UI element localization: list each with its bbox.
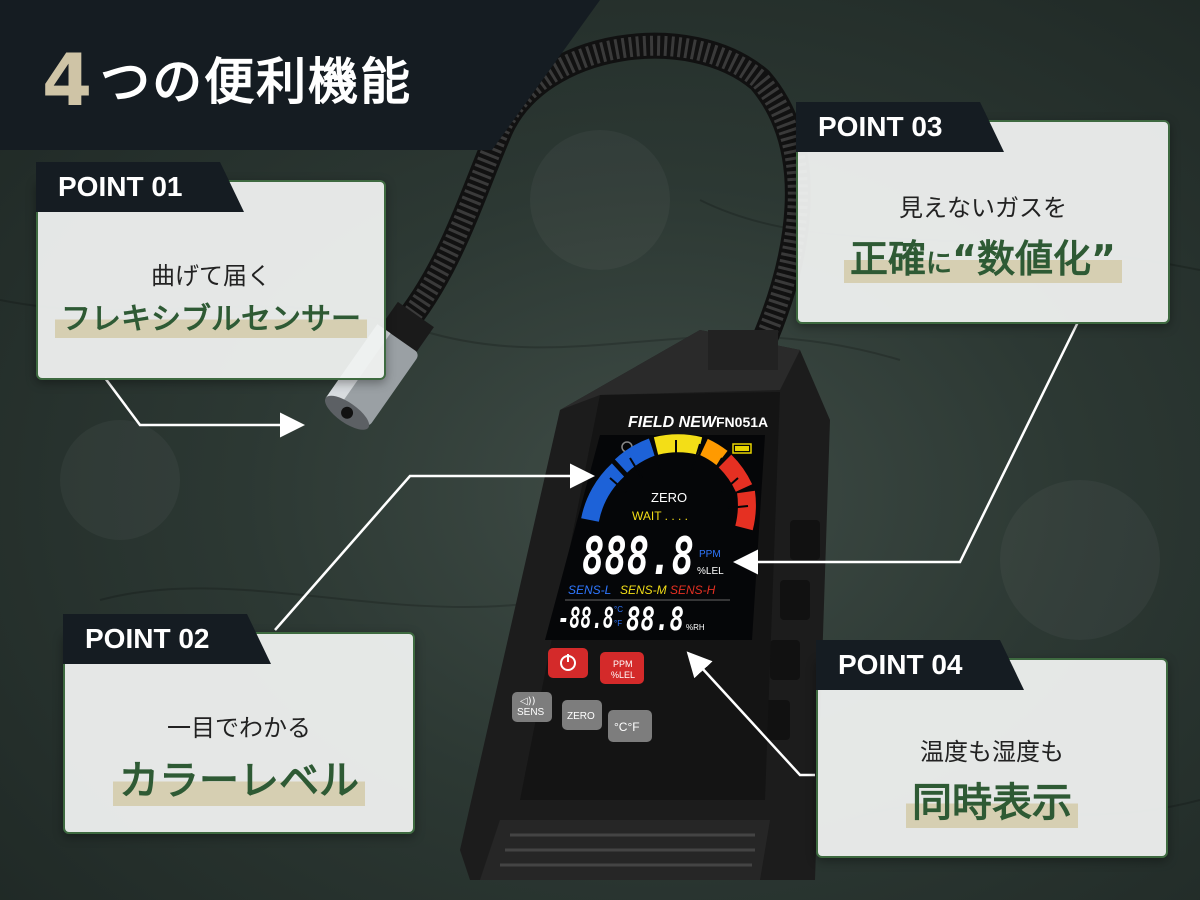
point-02-subtitle: 一目でわかる <box>167 714 311 742</box>
color-level-gauge <box>581 434 756 531</box>
sens-low: SENS-L <box>568 583 611 597</box>
temperature-reading: -88.8 <box>558 602 614 635</box>
sens-high: SENS-H <box>670 583 716 597</box>
point-01-subtitle: 曲げて届く <box>151 262 271 290</box>
point-01-headline: フレキシブルセンサー <box>38 294 384 338</box>
point-03-subtitle: 見えないガスを <box>899 194 1067 222</box>
point-04-tag: POINT 04 <box>816 640 1024 690</box>
wait-indicator: WAIT . . . . <box>632 509 688 523</box>
temp-button-label: °C°F <box>614 720 640 734</box>
model-label: FN051A <box>716 414 768 430</box>
sens-mid: SENS-M <box>620 583 667 597</box>
sound-icon: ◁)) <box>520 696 536 707</box>
svg-text:%LEL: %LEL <box>611 670 635 680</box>
sens-button-label: SENS <box>517 707 545 718</box>
ppm-lel-button[interactable]: PPM %LEL <box>600 652 644 684</box>
point-01-card: 曲げて届く フレキシブルセンサー <box>36 180 386 380</box>
zero-button-label: ZERO <box>567 711 595 722</box>
point-03-headline: 正確に“数値化” <box>798 228 1168 283</box>
point-03-tag: POINT 03 <box>796 102 1004 152</box>
sens-button[interactable]: SENS ◁)) <box>512 692 552 722</box>
point-02-card: 一目でわかる カラーレベル <box>63 632 415 834</box>
headline-particle: に <box>926 249 953 279</box>
battery-icon <box>732 443 752 454</box>
humidity-unit: %RH <box>686 623 705 632</box>
unit-lel: %LEL <box>697 566 724 577</box>
svg-text:PPM: PPM <box>613 659 633 669</box>
power-button[interactable] <box>548 648 588 678</box>
title-banner <box>0 0 600 150</box>
humidity-reading: 88.8 <box>626 600 684 638</box>
feature-count: 4 <box>42 38 95 122</box>
headline-quote: “数値化” <box>952 237 1116 281</box>
main-reading: 888.8 <box>582 527 694 587</box>
brand-label: FIELD NEW <box>628 414 718 431</box>
zero-button[interactable]: ZERO <box>562 700 602 730</box>
point-01-tag: POINT 01 <box>36 162 244 212</box>
temp-unit-c: °C <box>614 605 623 614</box>
temp-unit-f: °F <box>614 619 622 628</box>
point-02-tag: POINT 02 <box>63 614 271 664</box>
lcd-screen: 🔇 ZERO WAIT . . . . 888.8 PPM %LEL SENS <box>545 434 765 640</box>
unit-ppm: PPM <box>699 549 721 560</box>
point-04-subtitle: 温度も湿度も <box>920 738 1064 766</box>
point-02-headline: カラーレベル <box>65 748 413 806</box>
zero-indicator: ZERO <box>651 490 687 505</box>
point-04-headline: 同時表示 <box>818 770 1166 828</box>
point-03-card: 見えないガスを 正確に“数値化” <box>796 120 1170 324</box>
title-text: つの便利機能 <box>100 53 413 111</box>
temp-unit-button[interactable]: °C°F <box>608 710 652 742</box>
headline-main: 正確 <box>850 237 927 281</box>
